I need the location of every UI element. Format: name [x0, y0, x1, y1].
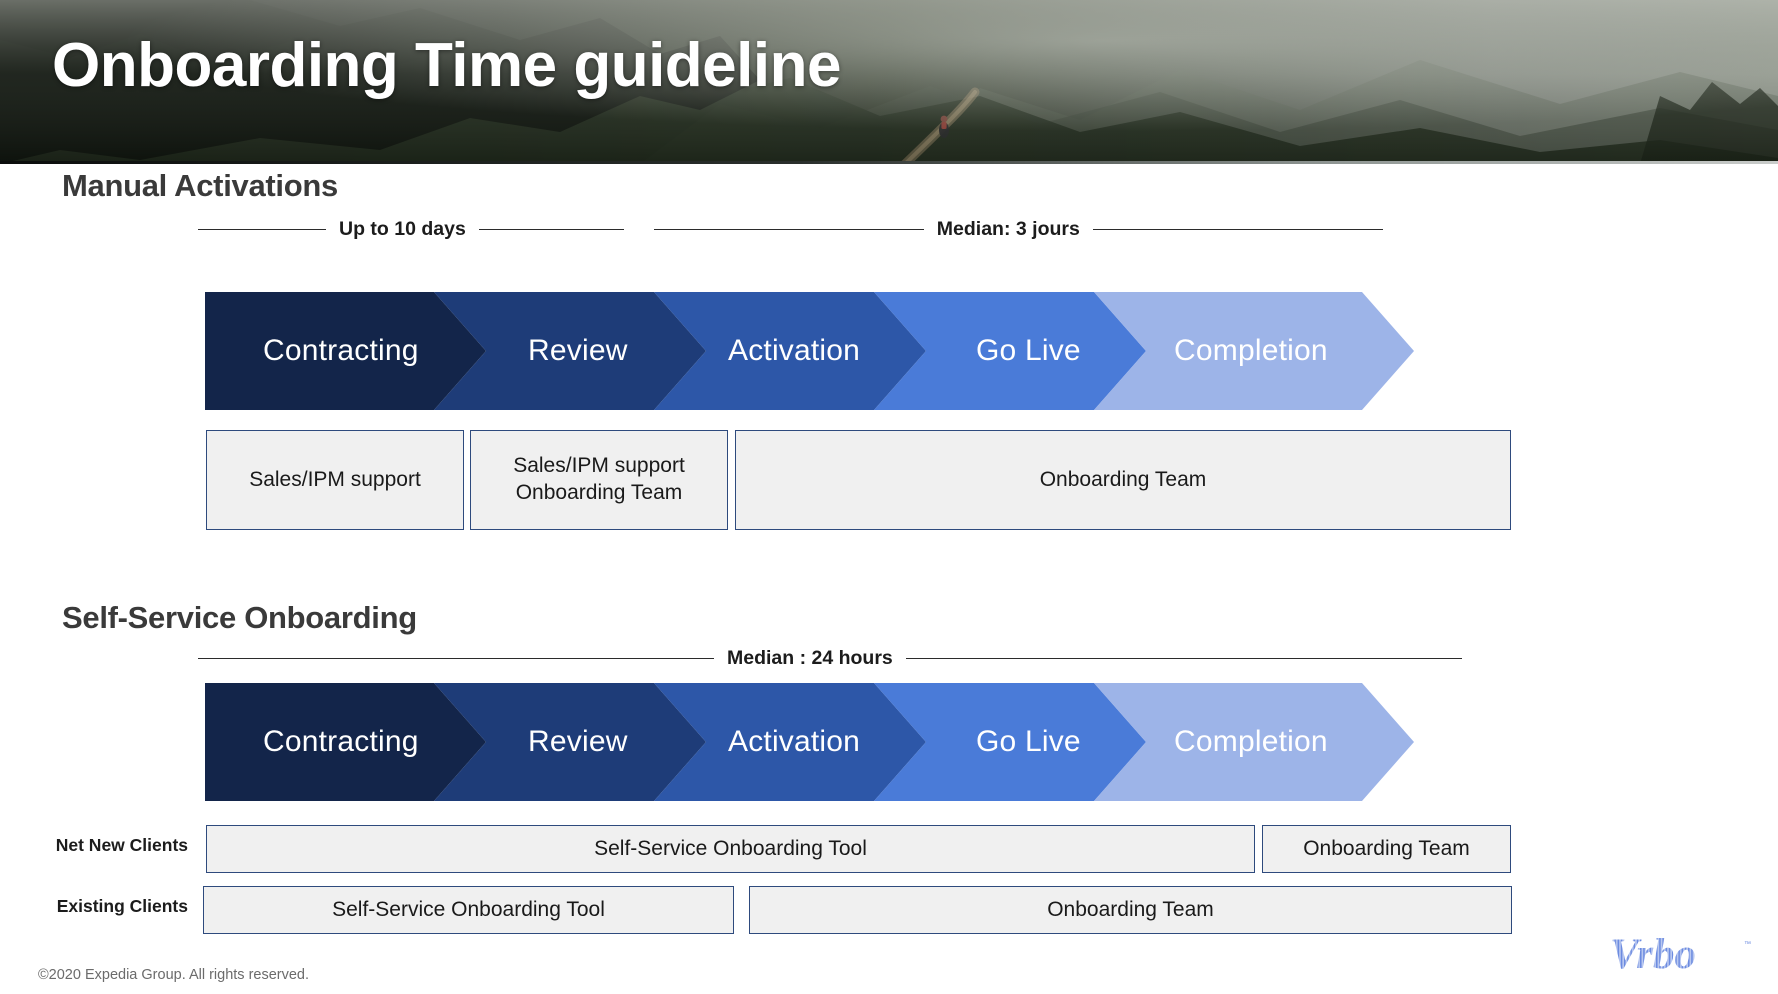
rule-line — [478, 228, 624, 230]
net-new-box-onboarding-team[interactable]: Onboarding Team — [1262, 825, 1511, 873]
timeline-rules-self-service: Median : 24 hours — [198, 645, 1498, 671]
stage-contracting[interactable]: Contracting — [205, 292, 486, 410]
rule-line — [1092, 228, 1383, 230]
row-label-net-new-clients: Net New Clients — [55, 835, 188, 855]
stage-completion[interactable]: Completion — [1094, 683, 1414, 801]
timeline-rules-manual: Up to 10 days Median: 3 jours — [198, 216, 1498, 242]
process-flow-self-service: Contracting Review Activation Go Live Co… — [205, 683, 1414, 801]
rule-line — [905, 657, 1462, 659]
timeline-label-median-3-jours: Median: 3 jours — [936, 217, 1080, 240]
rule-line — [653, 228, 924, 230]
process-flow-manual-activations: Contracting Review Activation Go Live Co… — [205, 292, 1414, 410]
banner-bottom-edge — [0, 161, 1778, 164]
support-box-sales-ipm[interactable]: Sales/IPM support — [206, 430, 464, 530]
svg-text:Vrbo: Vrbo — [1610, 931, 1696, 978]
svg-text:™: ™ — [1744, 941, 1751, 948]
stage-completion[interactable]: Completion — [1094, 292, 1414, 410]
header-banner: Onboarding Time guideline — [0, 0, 1778, 164]
section-title-manual-activations: Manual Activations — [62, 168, 338, 203]
existing-box-self-service-tool[interactable]: Self-Service Onboarding Tool — [203, 886, 734, 934]
support-box-sales-ipm-onboarding[interactable]: Sales/IPM support Onboarding Team — [470, 430, 728, 530]
timeline-label-median-24-hours: Median : 24 hours — [727, 646, 893, 669]
support-box-onboarding-team[interactable]: Onboarding Team — [735, 430, 1511, 530]
timeline-label-up-to-10-days: Up to 10 days — [339, 217, 466, 240]
banner-background-photo — [0, 0, 1778, 164]
rule-line — [198, 657, 714, 659]
row-label-existing-clients: Existing Clients — [56, 896, 188, 916]
stage-review[interactable]: Review — [434, 292, 706, 410]
page-title: Onboarding Time guideline — [52, 31, 841, 100]
copyright-text: ©2020 Expedia Group. All rights reserved… — [38, 967, 310, 983]
rule-line — [198, 228, 326, 230]
section-title-self-service: Self-Service Onboarding — [62, 600, 417, 635]
net-new-box-self-service-tool[interactable]: Self-Service Onboarding Tool — [206, 825, 1255, 873]
existing-box-onboarding-team[interactable]: Onboarding Team — [749, 886, 1512, 934]
vrbo-logo: Vrbo ™ — [1610, 931, 1751, 978]
stage-contracting[interactable]: Contracting — [205, 683, 486, 801]
